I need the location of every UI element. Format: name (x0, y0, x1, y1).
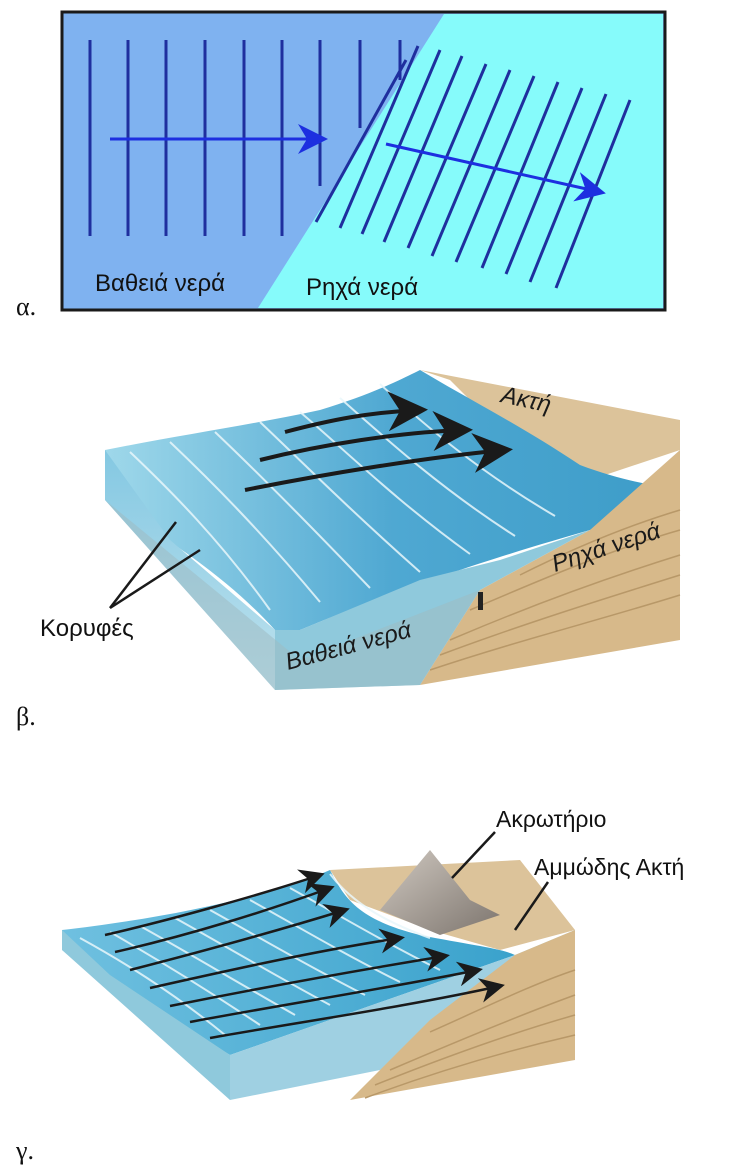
headland-refraction-diagram (62, 831, 576, 1100)
wave-arrow-7 (209, 978, 505, 1040)
sand-strata-c (364, 969, 576, 1099)
headland-pointer (451, 831, 496, 879)
refraction-block-diagram: Ακτή Ρηχά νερά Βαθειά νερά (105, 370, 681, 690)
wave-arrow-3 (129, 903, 350, 972)
crest-pointer-1 (109, 521, 177, 609)
water-front-face-c (230, 930, 575, 1100)
crest-pointer-2 (109, 548, 201, 610)
shallow-direction-arrow (385, 142, 606, 202)
deep-water-label: Βαθειά νερά (95, 270, 226, 297)
water-left-face-c (62, 930, 230, 1100)
sand-side-c (350, 930, 575, 1100)
shallow-water-label: Ρηχά νερά (306, 274, 419, 301)
wave-crests (129, 383, 556, 611)
panel-alpha: Βαθειά νερά Ρηχά νερά α. (0, 0, 741, 330)
sand-strata (429, 509, 681, 671)
water-surface (105, 370, 680, 630)
seabed (105, 500, 480, 690)
wave-arrow-5 (169, 946, 450, 1008)
sandy-beach-label: Αμμώδης Ακτή (534, 854, 685, 880)
wave-direction-arrow-1 (284, 391, 428, 434)
crests-label: Κορυφές (40, 615, 134, 642)
depth-marker (478, 592, 483, 610)
panel-beta: Ακτή Ρηχά νερά Βαθειά νερά Κορυφές β. (0, 340, 741, 740)
wave-arrow-6 (189, 961, 483, 1024)
beach-pointer (513, 881, 550, 931)
panel-letter-beta: β. (16, 702, 36, 731)
headland-mountain (380, 850, 500, 935)
shore-surface (420, 370, 680, 480)
headland-label: Ακρωτήριο (496, 806, 607, 832)
refraction-plan-diagram (60, 10, 667, 312)
sand-cross-section (420, 450, 680, 685)
wave-arrow-4 (149, 928, 405, 990)
panel-letter-alpha: α. (16, 292, 37, 321)
panel-letter-gamma: γ. (16, 1136, 34, 1165)
wave-arrow-2 (114, 883, 335, 954)
panel-gamma: Ακρωτήριο Αμμώδης Ακτή γ. (0, 770, 741, 1173)
wave-arrow-1 (104, 869, 325, 937)
wave-direction-arrow-3 (244, 433, 513, 492)
wave-direction-arrow-2 (259, 410, 473, 462)
